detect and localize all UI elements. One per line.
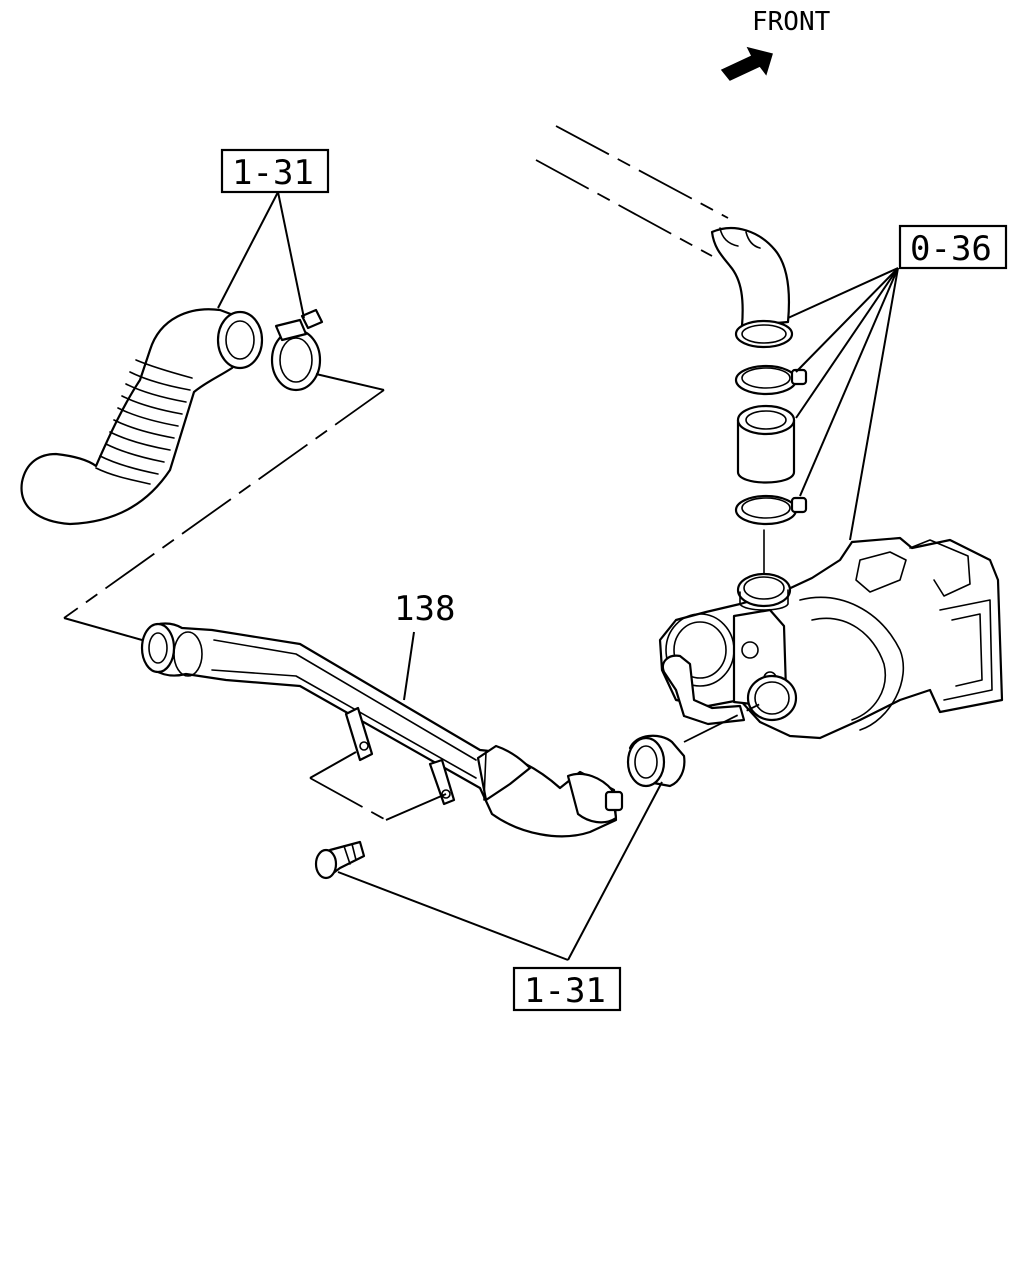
pipe-number-label: 138: [394, 589, 455, 629]
bolt-icon: [314, 840, 366, 880]
leader-lines: [63, 191, 899, 961]
short-hose-segment: [736, 404, 796, 484]
duct-ribs: [95, 359, 193, 485]
clamp-lower: [734, 494, 808, 526]
front-arrow-icon: [720, 46, 773, 81]
callout-bottom-label: 1-31: [524, 971, 606, 1011]
hose-clamp-screw: [270, 308, 324, 392]
connector-grommet: [626, 734, 686, 788]
front-indicator: FRONT: [720, 7, 831, 81]
valve-assembly: [658, 536, 1004, 740]
top-hose-reference: [535, 125, 729, 257]
pipe-brackets: [344, 706, 456, 806]
callout-bottom: 1-31: [512, 966, 622, 1012]
front-label: FRONT: [752, 7, 831, 37]
callout-top-left: 1-31: [220, 148, 330, 194]
dashed-references: [63, 389, 769, 821]
callout-right-label: 0-36: [910, 229, 992, 269]
clamp-upper: [734, 364, 808, 396]
corrugated-air-duct: [20, 308, 264, 526]
callout-top-left-label: 1-31: [232, 153, 314, 193]
callout-right: 0-36: [898, 224, 1008, 270]
upper-elbow-hose: [710, 227, 794, 349]
intake-pipe: [140, 622, 624, 838]
